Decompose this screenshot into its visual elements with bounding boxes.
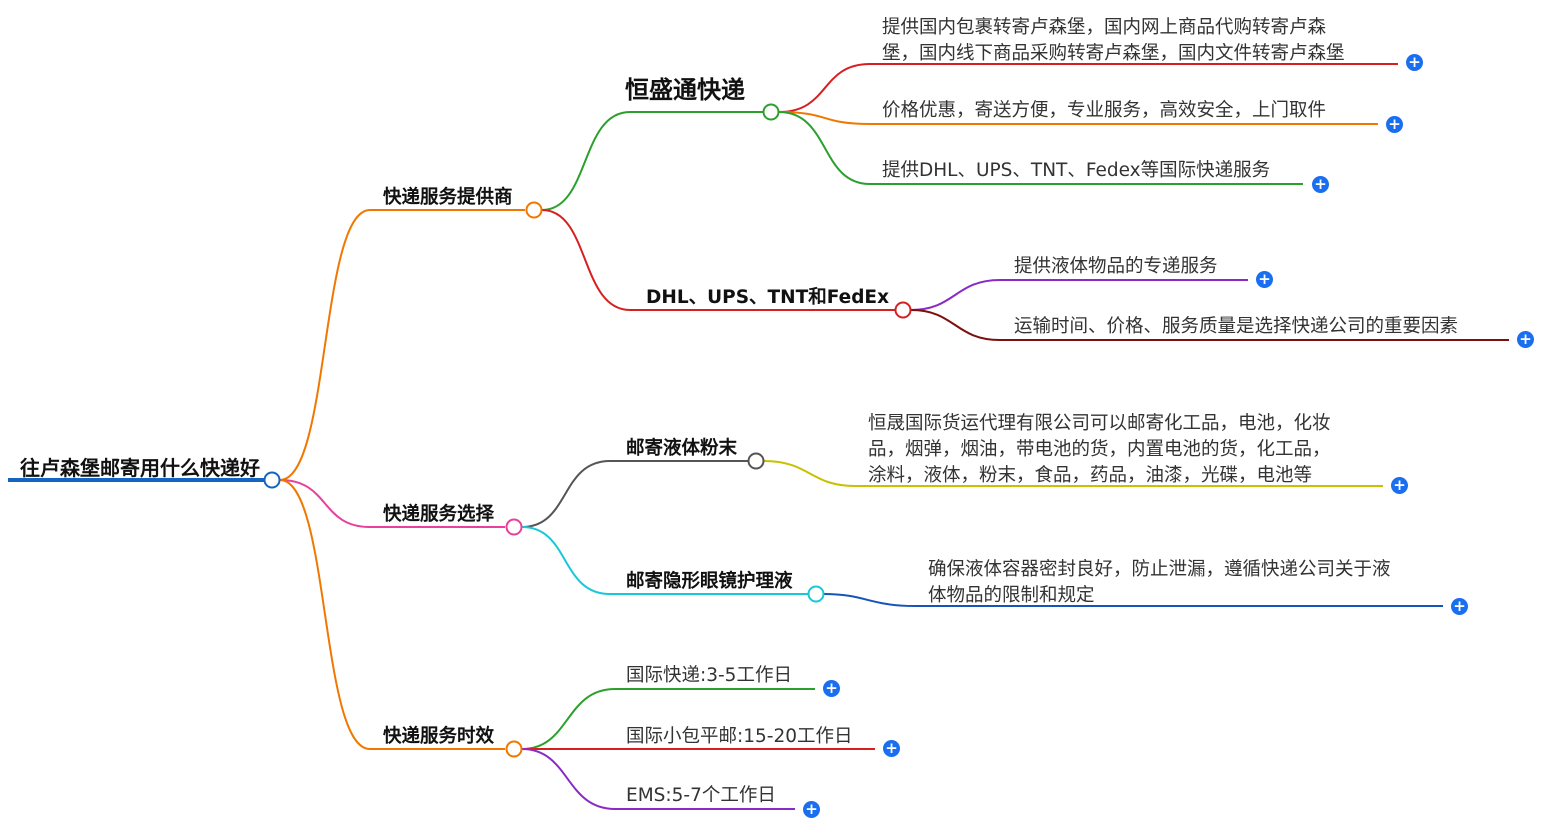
expand-hst-advantages-button[interactable]: + xyxy=(1386,116,1403,133)
edge-providers-dhl xyxy=(541,209,631,311)
expand-hst-services-button[interactable]: + xyxy=(1406,54,1423,71)
leaf-liquid-detail: 恒晟国际货运代理有限公司可以邮寄化工品，电池，化妆 品，烟弹，烟油，带电池的货，… xyxy=(868,413,1331,486)
edge-choice-lens xyxy=(521,526,611,595)
edge-liquid-leaf xyxy=(763,460,856,487)
timing-toggle[interactable] xyxy=(505,740,523,758)
edge-lens-leaf xyxy=(823,593,916,607)
leaf-dhl-liquid: 提供液体物品的专递服务 xyxy=(1014,256,1218,277)
edge-choice-liquid xyxy=(521,460,611,528)
expand-liquid-detail-button[interactable]: + xyxy=(1391,477,1408,494)
lens-toggle[interactable] xyxy=(807,585,825,603)
expand-lens-detail-button[interactable]: + xyxy=(1451,598,1468,615)
leaf-hst-services: 提供国内包裹转寄卢森堡，国内网上商品代购转寄卢森 堡，国内线下商品采购转寄卢森堡… xyxy=(882,17,1345,64)
liquid-toggle[interactable] xyxy=(747,452,765,470)
dhl-toggle[interactable] xyxy=(894,301,912,319)
root-toggle[interactable] xyxy=(263,471,281,489)
topic-mail-lens-solution[interactable]: 邮寄隐形眼镜护理液 xyxy=(626,571,793,592)
edge-timing-leaf3 xyxy=(521,748,616,810)
topic-dhl-ups-tnt-fedex[interactable]: DHL、UPS、TNT和FedEx xyxy=(646,287,890,308)
edge-root-choice xyxy=(279,479,371,528)
expand-dhl-liquid-button[interactable]: + xyxy=(1256,271,1273,288)
leaf-timing-ems: EMS:5-7个工作日 xyxy=(626,785,776,806)
leaf-hst-advantages: 价格优惠，寄送方便，专业服务，高效安全，上门取件 xyxy=(882,100,1327,121)
leaf-lens-detail: 确保液体容器密封良好，防止泄漏，遵循快递公司关于液 体物品的限制和规定 xyxy=(928,559,1391,606)
expand-dhl-factors-button[interactable]: + xyxy=(1517,331,1534,348)
edge-dhl-leaf2 xyxy=(910,309,1001,341)
expand-timing-ems-button[interactable]: + xyxy=(803,801,820,818)
leaf-timing-small-packet: 国际小包平邮:15-20工作日 xyxy=(626,726,853,747)
root-topic[interactable]: 往卢森堡邮寄用什么快递好 xyxy=(20,456,260,480)
edge-root-providers xyxy=(279,209,371,481)
edge-hst-leaf2 xyxy=(778,111,871,125)
topic-hst-express[interactable]: 恒盛通快递 xyxy=(625,76,745,104)
edge-hst-leaf1 xyxy=(778,63,871,113)
edge-dhl-leaf1 xyxy=(910,279,1001,311)
leaf-dhl-factors: 运输时间、价格、服务质量是选择快递公司的重要因素 xyxy=(1014,316,1459,337)
expand-timing-intl-button[interactable]: + xyxy=(823,680,840,697)
edge-timing-leaf1 xyxy=(521,688,616,750)
edge-hst-leaf3 xyxy=(778,111,871,185)
branch-timing-label[interactable]: 快递服务时效 xyxy=(383,726,495,747)
choice-toggle[interactable] xyxy=(505,518,523,536)
edge-providers-hst xyxy=(541,111,631,211)
providers-toggle[interactable] xyxy=(525,201,543,219)
topic-mail-liquid-powder[interactable]: 邮寄液体粉末 xyxy=(626,438,738,459)
leaf-hst-intl: 提供DHL、UPS、TNT、Fedex等国际快递服务 xyxy=(882,160,1271,181)
branch-providers-label[interactable]: 快递服务提供商 xyxy=(383,187,513,208)
expand-hst-intl-button[interactable]: + xyxy=(1312,176,1329,193)
branch-choice-label[interactable]: 快递服务选择 xyxy=(383,504,495,525)
expand-timing-small-packet-button[interactable]: + xyxy=(883,740,900,757)
edge-root-timing xyxy=(279,479,371,750)
leaf-timing-intl-express: 国际快递:3-5工作日 xyxy=(626,665,792,686)
hst-toggle[interactable] xyxy=(762,103,780,121)
